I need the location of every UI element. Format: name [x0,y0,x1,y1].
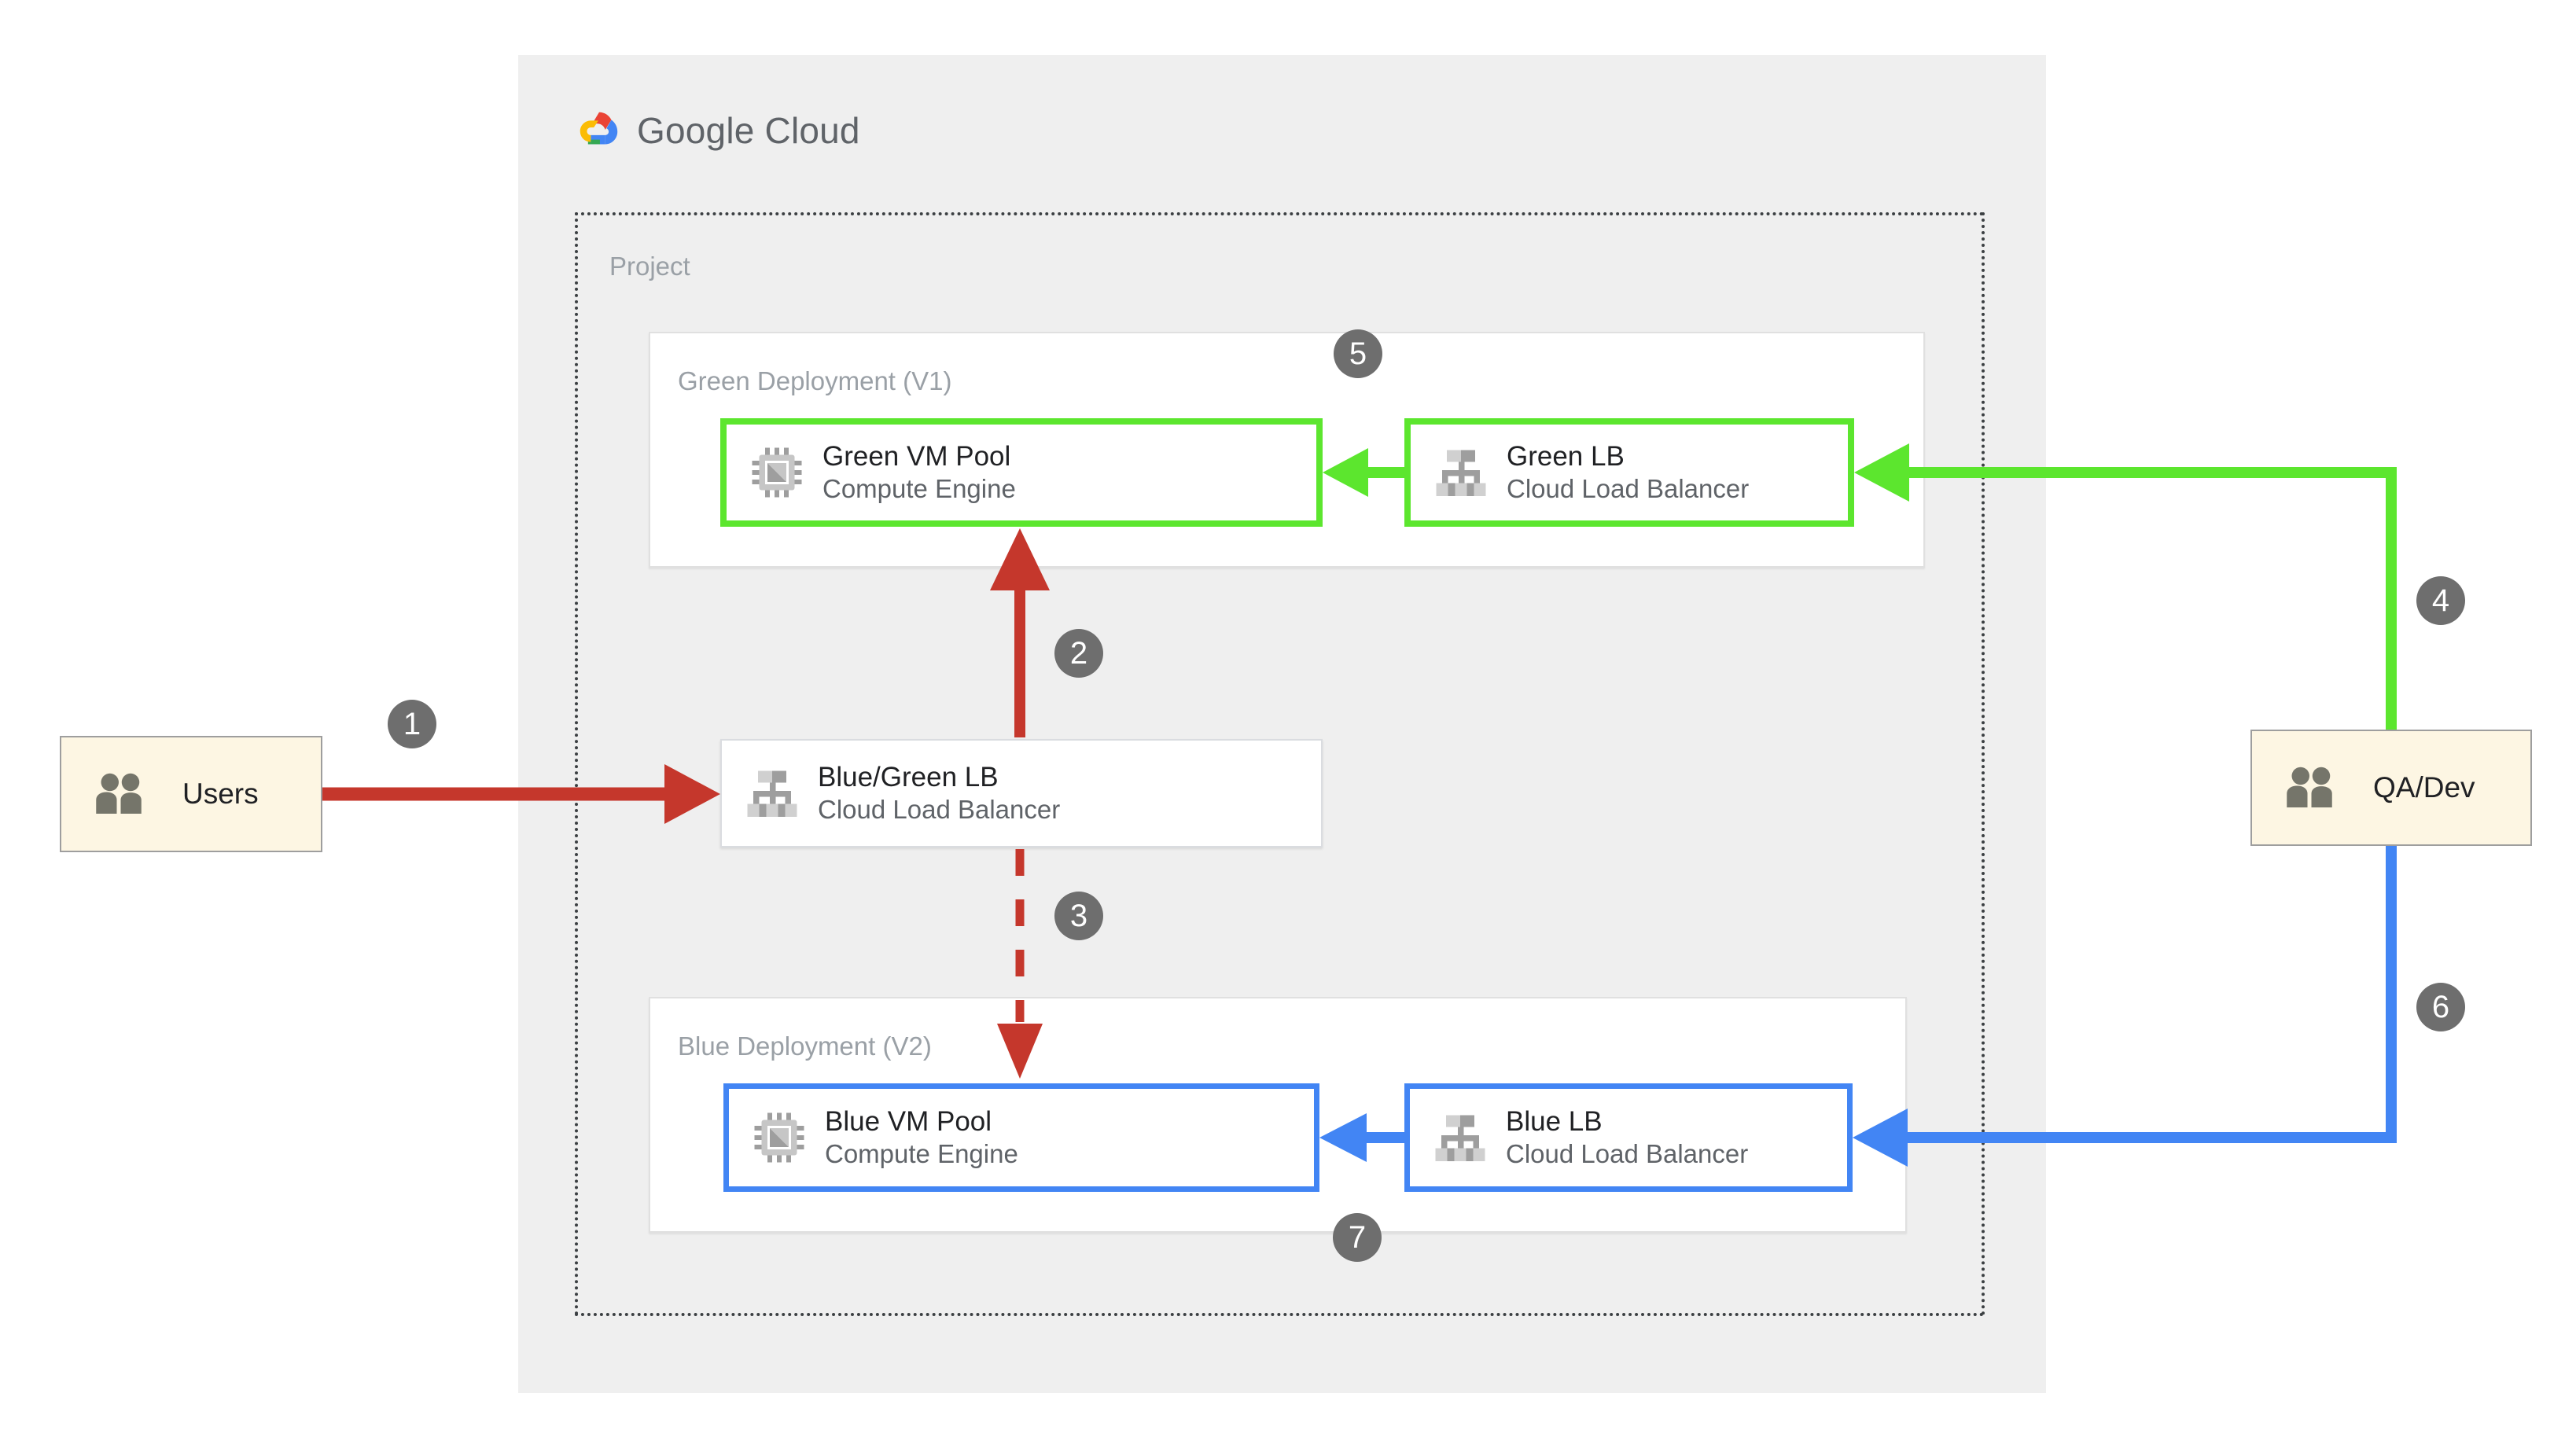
card-subtitle: Compute Engine [822,474,1016,504]
users-group-icon [2287,767,2332,807]
project-boundary [575,212,1985,1316]
actor-label: Users [182,778,259,810]
card-text: Blue LB Cloud Load Balancer [1506,1105,1748,1171]
step-badge-2: 2 [1054,629,1103,678]
step-badge-5: 5 [1334,329,1382,378]
card-subtitle: Cloud Load Balancer [1507,474,1750,504]
card-green-lb[interactable]: Green LB Cloud Load Balancer [1404,418,1854,527]
card-blue-green-lb[interactable]: Blue/Green LB Cloud Load Balancer [720,739,1323,848]
cloud-load-balancer-icon [747,770,797,817]
compute-engine-icon [752,447,802,498]
card-title: Green VM Pool [822,440,1011,472]
step-badge-7: 7 [1333,1213,1382,1262]
step-badge-3: 3 [1054,892,1103,940]
card-text: Green VM Pool Compute Engine [822,440,1016,506]
card-subtitle: Cloud Load Balancer [1506,1139,1749,1169]
cloud-load-balancer-icon [1435,1115,1485,1161]
actor-users[interactable]: Users [60,736,322,852]
google-cloud-wordmark: Google Cloud [637,109,860,152]
cloud-load-balancer-icon [1436,450,1486,496]
card-blue-lb[interactable]: Blue LB Cloud Load Balancer [1404,1083,1853,1192]
compute-engine-icon [754,1112,804,1163]
users-group-icon [96,773,142,814]
card-title: Green LB [1507,440,1625,472]
step-badge-4: 4 [2416,576,2465,625]
card-text: Green LB Cloud Load Balancer [1507,440,1749,506]
card-subtitle: Compute Engine [825,1139,1018,1169]
card-title: Blue VM Pool [825,1105,992,1137]
actor-label: QA/Dev [2373,771,2475,803]
google-cloud-logo-icon [580,112,618,145]
card-subtitle: Cloud Load Balancer [818,795,1061,825]
blue-deployment-label: Blue Deployment (V2) [678,1031,932,1061]
actor-qa-dev[interactable]: QA/Dev [2250,730,2532,846]
card-green-vm-pool[interactable]: Green VM Pool Compute Engine [720,418,1323,527]
step-badge-1: 1 [388,700,436,748]
brand-word-cloud: Cloud [764,110,860,151]
card-title: Blue LB [1506,1105,1603,1137]
card-text: Blue/Green LB Cloud Load Balancer [818,761,1060,826]
project-label: Project [609,252,690,281]
google-cloud-branding: Google Cloud [574,106,860,155]
card-text: Blue VM Pool Compute Engine [825,1105,1018,1171]
brand-word-google: Google [637,110,755,151]
card-blue-vm-pool[interactable]: Blue VM Pool Compute Engine [723,1083,1319,1192]
card-title: Blue/Green LB [818,761,999,792]
green-deployment-label: Green Deployment (V1) [678,366,952,395]
step-badge-6: 6 [2416,983,2465,1031]
